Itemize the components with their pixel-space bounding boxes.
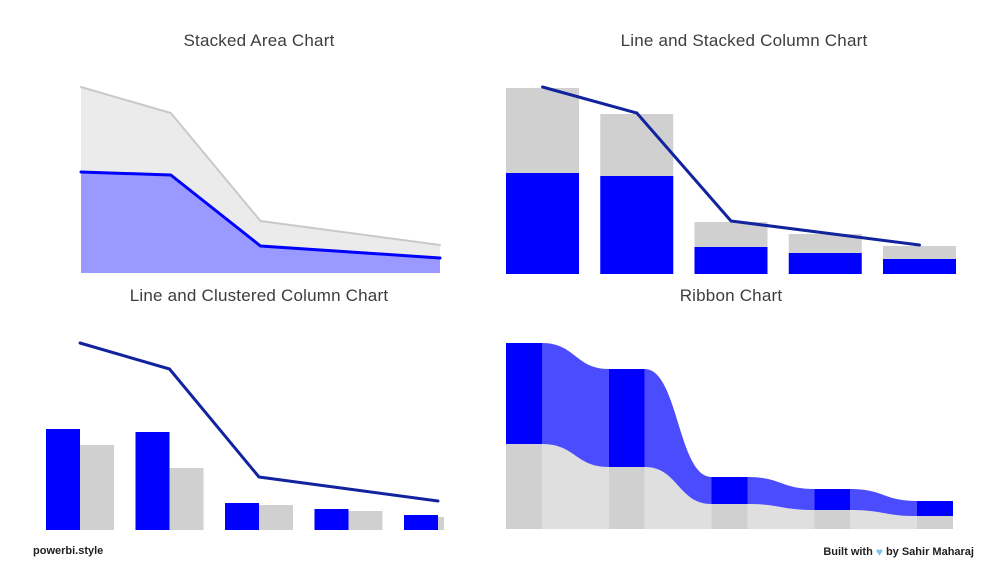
blue-heart-icon: ♥ [875, 545, 883, 559]
credit-text: Built with♥by Sahir Maharaj [823, 545, 974, 559]
stacked-area-chart-title: Stacked Area Chart [183, 31, 335, 50]
credit-prefix: Built with [823, 546, 873, 558]
stacked-area-chart [79, 86, 442, 273]
line-clustered-column-chart-title: Line and Clustered Column Chart [129, 286, 389, 305]
ribbon-chart-title: Ribbon Chart [679, 286, 783, 305]
line-stacked-column-chart-title: Line and Stacked Column Chart [620, 31, 868, 50]
powerbi-style-link[interactable]: powerbi.style [33, 545, 104, 557]
credit-suffix: by Sahir Maharaj [885, 546, 974, 558]
ribbon-chart [506, 343, 953, 529]
line-and-clustered-column-chart [46, 341, 444, 530]
line-and-stacked-column-chart [506, 85, 956, 274]
